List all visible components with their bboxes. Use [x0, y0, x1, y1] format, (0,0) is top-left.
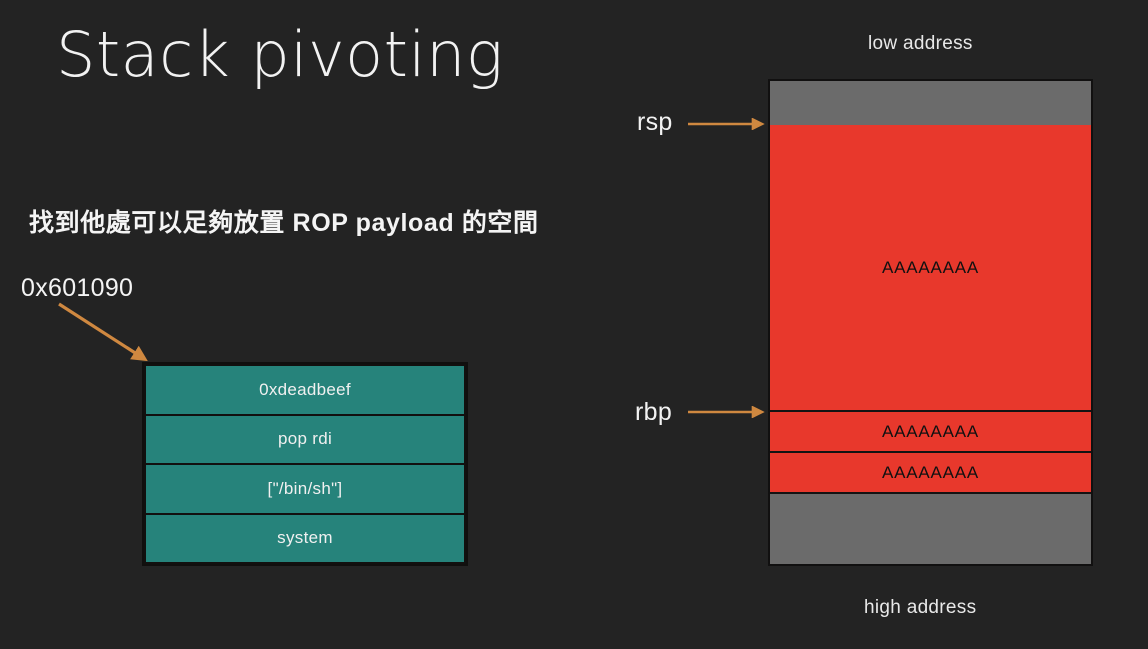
rop-row: system [146, 514, 464, 562]
stack-segment-overflow-main: AAAAAAAA [770, 125, 1091, 410]
page-title: Stack pivoting [56, 18, 504, 91]
stack-divider [770, 451, 1091, 453]
rbp-arrow-icon [688, 406, 765, 418]
stack-divider [770, 492, 1091, 494]
rop-row-label: pop rdi [277, 429, 333, 449]
stack-segment-overflow-return-address: AAAAAAAA [770, 453, 1091, 492]
stack-segment-label: AAAAAAAA [881, 462, 980, 482]
rop-row-label: system [277, 528, 333, 548]
rop-row: 0xdeadbeef [146, 366, 464, 414]
rop-row-label: ["/bin/sh"] [267, 478, 343, 498]
subtitle-text: 找到他處可以足夠放置 ROP payload 的空間 [29, 209, 539, 237]
stack-segment-label: AAAAAAAA [881, 257, 980, 277]
diagonal-arrow-icon [58, 302, 148, 362]
rsp-register-label: rsp [637, 108, 673, 136]
rop-payload-address-label: 0x601090 [21, 274, 134, 302]
stack-segment-label: AAAAAAAA [881, 421, 980, 441]
rsp-arrow-icon [688, 118, 765, 130]
rop-row: ["/bin/sh"] [146, 465, 464, 513]
stack-segment-untouched-bottom [770, 494, 1091, 564]
rop-row: pop rdi [146, 415, 464, 463]
rop-row-label: 0xdeadbeef [259, 379, 351, 399]
stack-segment-untouched-top [770, 81, 1091, 125]
stack-diagram: AAAAAAAA AAAAAAAA AAAAAAAA [768, 79, 1093, 566]
stack-divider [770, 410, 1091, 412]
rop-payload-table: 0xdeadbeef pop rdi ["/bin/sh"] system [142, 362, 468, 566]
rbp-register-label: rbp [635, 398, 673, 426]
low-address-label: low address [868, 33, 973, 54]
stack-segment-overflow-saved-rbp: AAAAAAAA [770, 412, 1091, 451]
high-address-label: high address [864, 597, 977, 618]
